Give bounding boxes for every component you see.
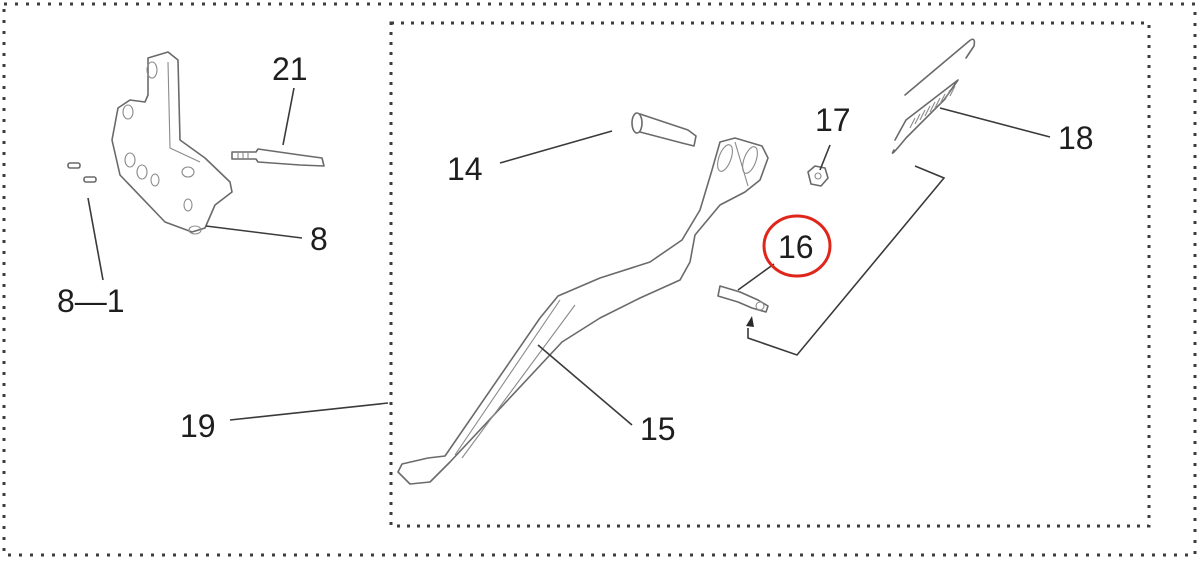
part-14-bolt-drawing	[631, 112, 697, 147]
label-18: 18	[1058, 120, 1094, 156]
leader-21	[282, 87, 295, 146]
label-8-1: 8—1	[57, 283, 125, 319]
leader-16	[737, 263, 775, 291]
label-16: 16	[778, 229, 814, 265]
part-8-1-pins-drawing	[67, 162, 97, 183]
part-15-side-stand-drawing	[397, 137, 769, 485]
label-15: 15	[640, 411, 676, 447]
highlight-circle-16	[762, 214, 832, 278]
part-18-spring-drawing	[891, 38, 976, 154]
leader-17	[819, 144, 831, 171]
leader-18	[939, 107, 1051, 138]
arrow-head	[746, 316, 754, 327]
label-14: 14	[447, 151, 483, 187]
part-21-shaft-drawing	[231, 148, 325, 167]
leader-14	[499, 130, 613, 164]
part-17-nut-drawing	[807, 165, 829, 187]
spring-linkage-line	[747, 165, 946, 356]
label-21: 21	[272, 51, 308, 87]
outer-dotted-frame	[2, 2, 1197, 557]
leader-15	[537, 344, 633, 426]
part-8-bracket-drawing	[111, 51, 233, 235]
label-17: 17	[815, 102, 851, 138]
label-19: 19	[180, 408, 216, 444]
part-16-stud-drawing	[717, 285, 769, 327]
leader-8-1	[87, 197, 104, 281]
assembly-19-dotted-frame	[389, 21, 1151, 528]
leader-8	[205, 225, 303, 239]
leader-19	[229, 402, 389, 421]
label-8: 8	[310, 221, 328, 257]
